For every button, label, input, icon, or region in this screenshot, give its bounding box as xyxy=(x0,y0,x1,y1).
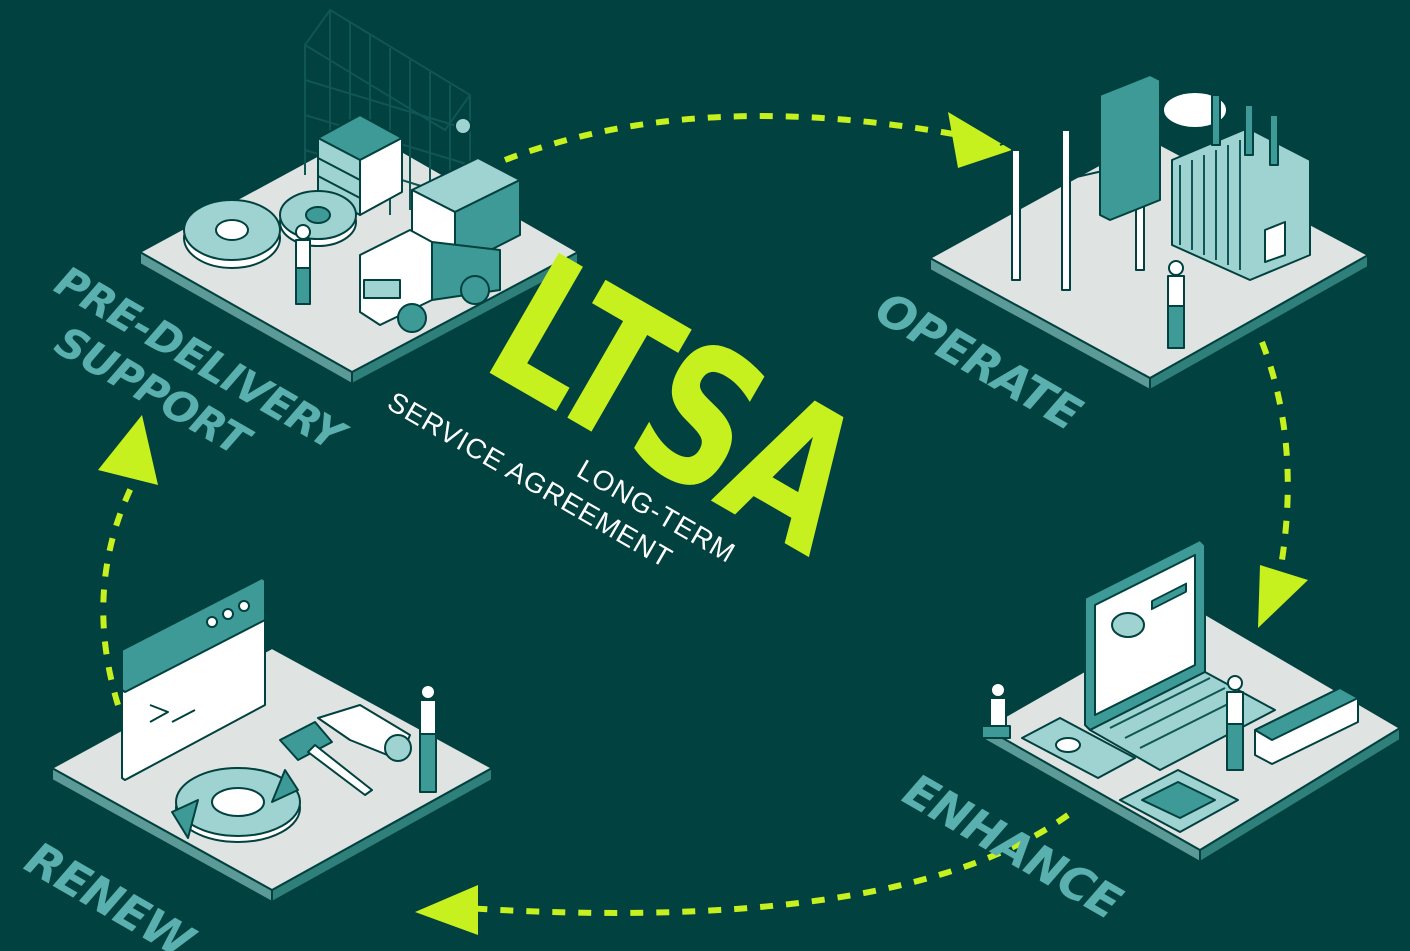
phone-icon xyxy=(1021,717,1136,779)
person-icon xyxy=(1167,260,1185,349)
flow-operate-to-enhance xyxy=(1259,340,1291,561)
person-icon xyxy=(981,675,1244,771)
flow-enhance-to-renew xyxy=(464,812,1070,916)
arrow-head-predelivery xyxy=(98,415,158,485)
arrow-head-renew xyxy=(415,885,478,935)
platform-operate xyxy=(927,74,1371,392)
person-icon xyxy=(419,684,437,793)
platform-enhance xyxy=(981,539,1402,864)
chip-icon xyxy=(1119,769,1239,833)
arrow-head-operate xyxy=(948,112,1012,168)
power-pole-icon xyxy=(999,94,1161,291)
transformer-icon xyxy=(1099,74,1311,281)
flow-predelivery-to-operate xyxy=(503,113,976,163)
person-icon xyxy=(295,224,311,305)
terminal-window-icon xyxy=(1254,687,1359,765)
refresh-arrows-icon xyxy=(171,767,301,843)
terminal-window-icon xyxy=(121,577,266,781)
wrench-icon xyxy=(317,704,412,762)
gear-icon xyxy=(183,190,357,269)
screwdriver-icon xyxy=(279,721,373,796)
truck-icon xyxy=(359,157,521,333)
cycle-flow xyxy=(98,112,1308,935)
flow-renew-to-predelivery xyxy=(100,468,143,706)
platform-pre-delivery xyxy=(137,8,581,386)
arrow-head-enhance xyxy=(1258,565,1308,628)
platform-renew xyxy=(49,577,495,904)
